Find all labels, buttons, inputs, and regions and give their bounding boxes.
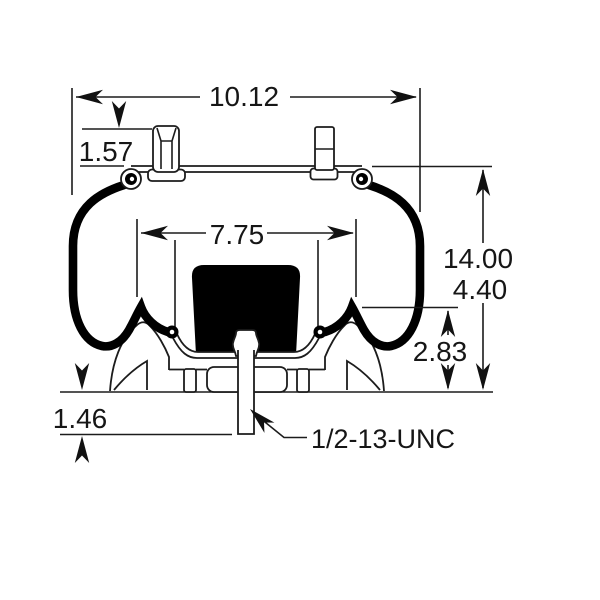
base-right-tab (296, 368, 310, 393)
arrow-up-icon (74, 436, 90, 463)
arrow-down-icon (111, 101, 127, 128)
dim-stud-length: 1.46 (53, 363, 232, 463)
thread-callout: 1/2-13-UNC (244, 403, 455, 454)
piston (191, 265, 301, 355)
air-fitting-bore (156, 127, 177, 169)
top-bead-left-center (129, 176, 135, 182)
dim-overall-width: 10.12 (71, 81, 421, 212)
dim-secondary-height-label: 4.40 (453, 274, 508, 305)
arrow-down-icon (74, 363, 90, 390)
base-left-bracket (109, 321, 170, 392)
bellows-left (68, 180, 173, 351)
bellows-right (320, 180, 425, 351)
thread-callout-label: 1/2-13-UNC (311, 424, 455, 454)
dim-stud-length-label: 1.46 (53, 403, 108, 434)
threaded-stud (237, 350, 255, 435)
base-left-fillet (113, 359, 148, 391)
dim-overall-height: 14.00 4.40 (372, 165, 513, 390)
top-bead-right-center (358, 176, 364, 182)
top-mounting-stud (309, 126, 339, 181)
bellows (68, 180, 425, 351)
dim-overall-width-label: 10.12 (209, 81, 279, 112)
air-fitting (147, 125, 186, 182)
dim-base-height-label: 2.83 (413, 336, 468, 367)
stud-bumper (231, 329, 261, 357)
dim-overall-height-label: 14.00 (443, 243, 513, 274)
dim-stud-height-label: 1.57 (79, 136, 134, 167)
dim-base-height: 2.83 (362, 306, 468, 390)
bottom-stud-assembly (231, 329, 261, 435)
base-left-tab (183, 368, 197, 393)
dim-piston-width-label: 7.75 (210, 219, 265, 250)
air-spring-part (60, 125, 493, 435)
lower-bead-right-center (317, 329, 323, 335)
base-right-bracket (324, 321, 385, 392)
lower-bead-left-center (169, 329, 175, 335)
dimensions: 10.12 1.57 7.75 14.00 4.40 (53, 81, 513, 463)
base-right-fillet (346, 359, 381, 391)
dim-piston-width: 7.75 (136, 219, 357, 297)
dim-stud-height: 1.57 (79, 101, 152, 167)
